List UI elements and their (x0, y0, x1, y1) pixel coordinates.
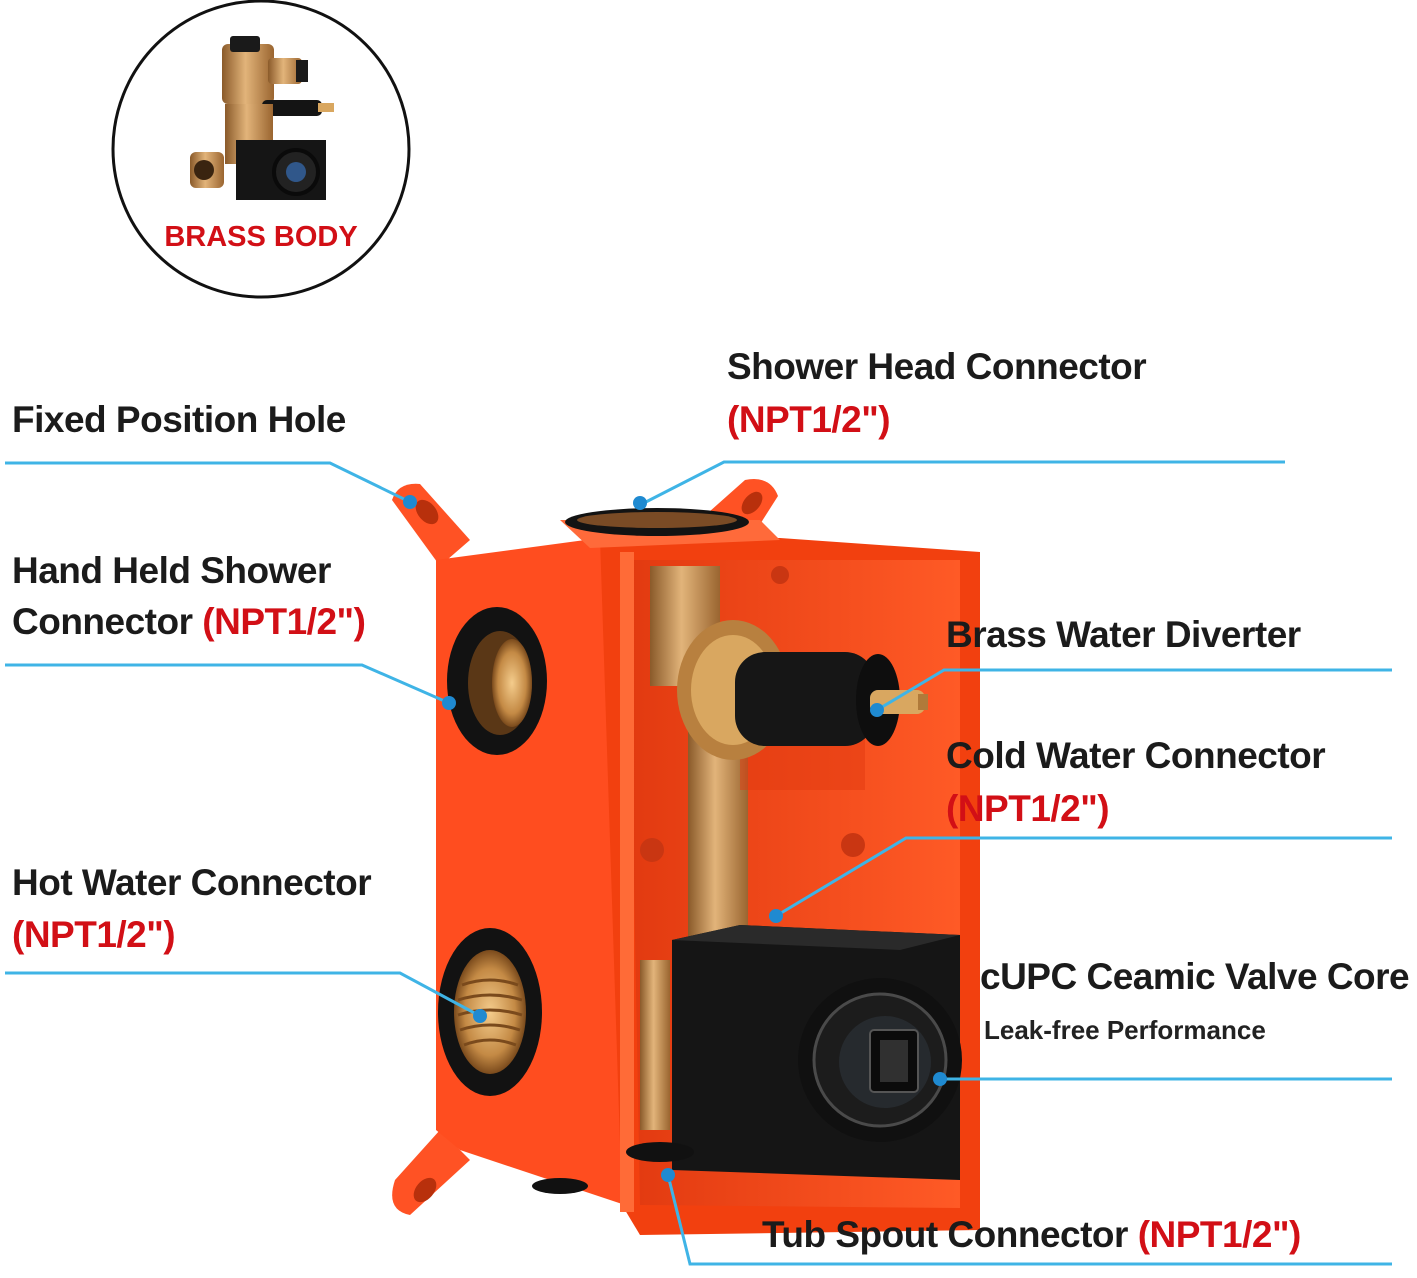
cold-water-leader (775, 836, 1392, 918)
tub-spout-leader (666, 1174, 1392, 1266)
bottom-left-mounting-ear (392, 1130, 470, 1215)
top-left-mounting-ear (392, 483, 470, 566)
callout-dots (403, 495, 947, 1182)
brass-body-thumbnail (190, 36, 334, 200)
valve-core-label: cUPC Ceamic Valve Core (980, 956, 1410, 997)
fixed-position-hole-label: Fixed Position Hole (12, 399, 346, 440)
shower-head-spec: (NPT1/2") (727, 399, 891, 440)
hand-held-leader (5, 663, 450, 705)
brass-diverter (677, 620, 928, 760)
hot-water-port (438, 928, 542, 1096)
tub-spout-label: Tub Spout Connector (762, 1214, 1128, 1255)
hand-held-port (447, 607, 547, 755)
brass-diverter-label: Brass Water Diverter (946, 614, 1301, 655)
valve-housing (392, 479, 980, 1235)
shower-head-label: Shower Head Connector (727, 346, 1147, 387)
brass-body-inset: BRASS BODY (111, 0, 411, 299)
hot-water-leader (5, 971, 481, 1018)
hand-held-label-line2-group: Connector (NPT1/2") (12, 601, 366, 643)
brass-diverter-leader (876, 668, 1392, 712)
hot-water-spec: (NPT1/2") (12, 914, 176, 955)
valve-core-housing (672, 925, 962, 1180)
hand-held-spec: (NPT1/2") (202, 601, 366, 642)
tub-spout-spec: (NPT1/2") (1137, 1214, 1302, 1255)
cold-water-label: Cold Water Connector (946, 735, 1326, 776)
callout-lines (5, 460, 1392, 1266)
top-left-mounting-hole (415, 499, 439, 525)
valve-core-note: Leak-free Performance (984, 1015, 1266, 1045)
shower-head-leader (639, 460, 1285, 507)
cold-water-spec: (NPT1/2") (946, 788, 1110, 829)
tub-spout-label-group: Tub Spout Connector (NPT1/2") (762, 1214, 1302, 1256)
hand-held-label-line1: Hand Held Shower (12, 550, 331, 591)
hot-water-label: Hot Water Connector (12, 862, 372, 903)
hand-held-label-line2: Connector (12, 601, 193, 642)
fixed-position-hole-leader (5, 461, 411, 504)
brass-body-label: BRASS BODY (164, 221, 357, 253)
